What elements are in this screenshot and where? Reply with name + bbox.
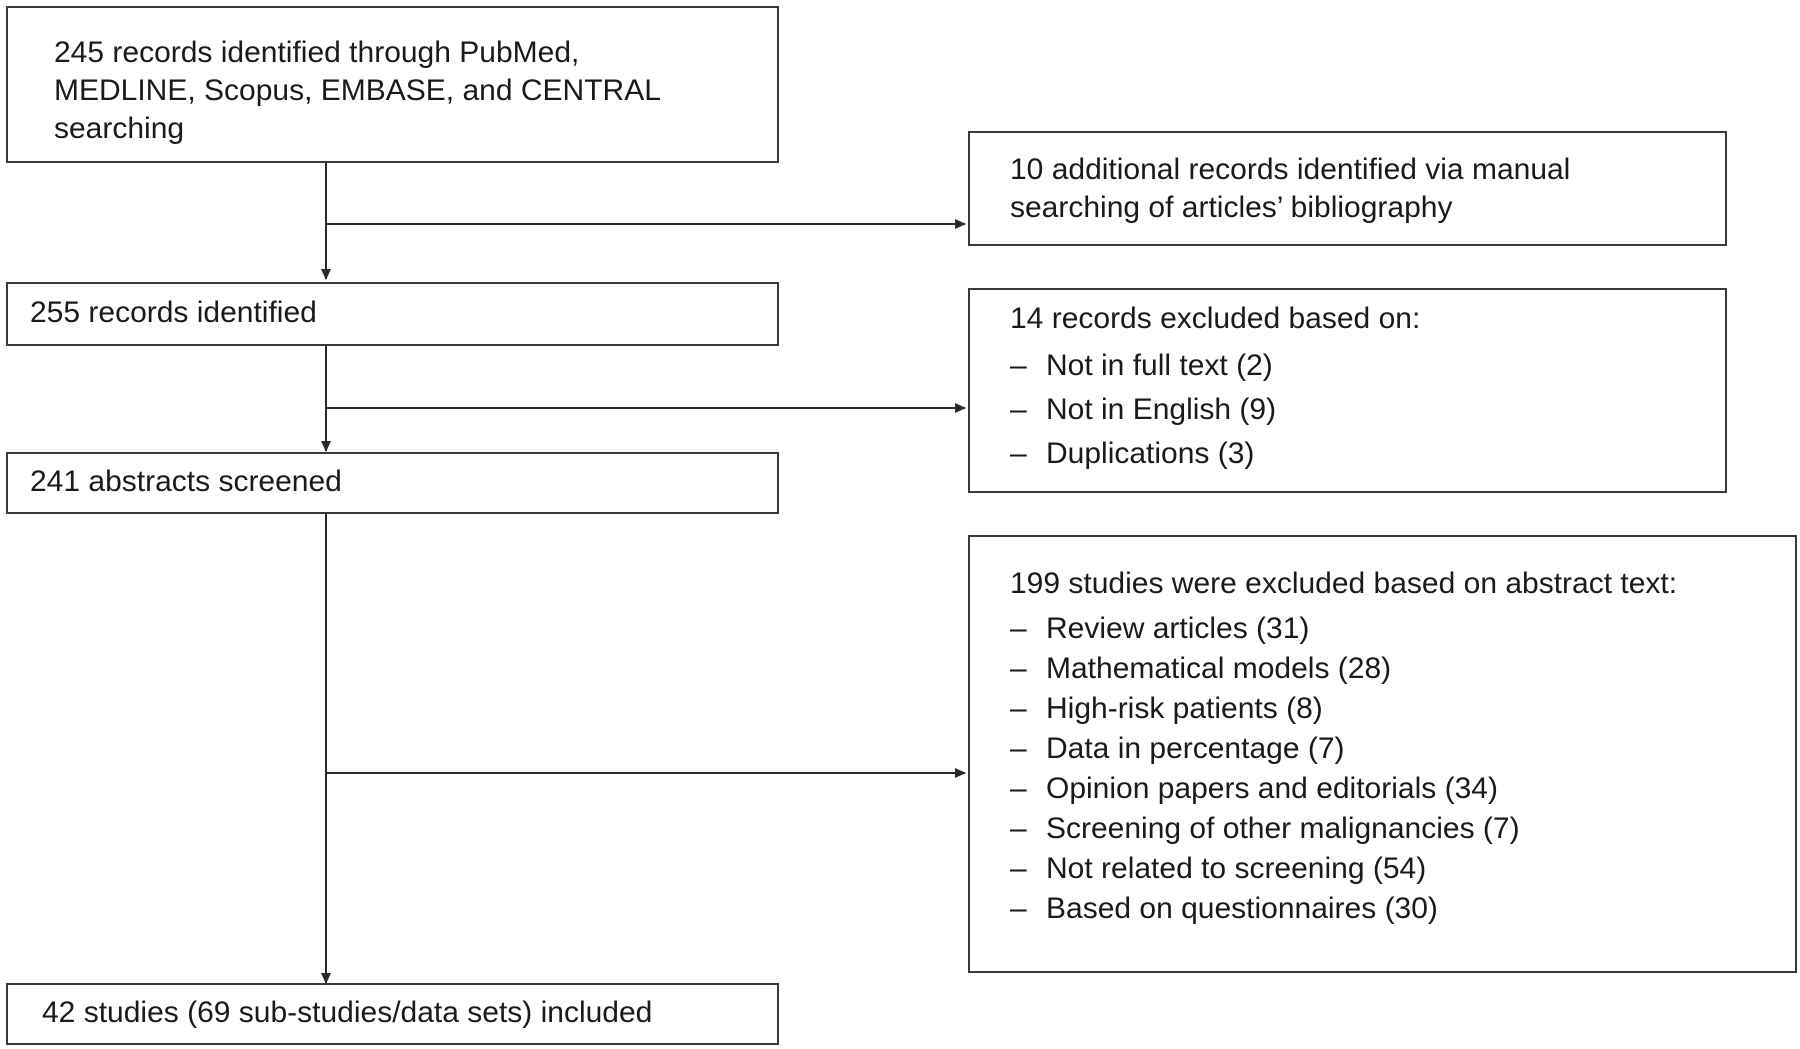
- excluded-study-reason: Screening of other malignancies (7): [1046, 812, 1520, 845]
- abstracts-screened-text: 241 abstracts screened: [30, 465, 342, 498]
- records-identified-databases-box: 245 records identified through PubMed, M…: [6, 6, 779, 163]
- records-excluded-list: –Not in full text (2) –Not in English (9…: [1010, 344, 1725, 476]
- excluded-study-reason: Opinion papers and editorials (34): [1046, 772, 1498, 805]
- list-item: –Not related to screening (54): [1010, 849, 1795, 889]
- studies-included-box: 42 studies (69 sub-studies/data sets) in…: [6, 983, 779, 1045]
- studies-excluded-list: –Review articles (31) –Mathematical mode…: [1010, 609, 1795, 929]
- list-item: –Not in English (9): [1010, 388, 1725, 432]
- additional-records-line-1: 10 additional records identified via man…: [1010, 153, 1571, 186]
- list-item: –Review articles (31): [1010, 609, 1795, 649]
- dash-marker: –: [1010, 612, 1027, 645]
- additional-records-box: 10 additional records identified via man…: [968, 131, 1727, 246]
- excluded-study-reason: High-risk patients (8): [1046, 692, 1323, 725]
- list-item: –Based on questionnaires (30): [1010, 889, 1795, 929]
- excluded-study-reason: Data in percentage (7): [1046, 732, 1345, 765]
- studies-excluded-box: 199 studies were excluded based on abstr…: [968, 535, 1797, 973]
- dash-marker: –: [1010, 892, 1027, 925]
- dash-marker: –: [1010, 692, 1027, 725]
- dash-marker: –: [1010, 393, 1027, 426]
- dash-marker: –: [1010, 772, 1027, 805]
- records-excluded-heading: 14 records excluded based on:: [1010, 302, 1421, 335]
- list-item: –Screening of other malignancies (7): [1010, 809, 1795, 849]
- records-identified-total-box: 255 records identified: [6, 282, 779, 346]
- dash-marker: –: [1010, 652, 1027, 685]
- dash-marker: –: [1010, 349, 1027, 382]
- records-identified-line-1: 245 records identified through PubMed,: [54, 36, 580, 69]
- studies-excluded-heading: 199 studies were excluded based on abstr…: [1010, 567, 1678, 600]
- additional-records-line-2: searching of articles’ bibliography: [1010, 191, 1453, 224]
- abstracts-screened-box: 241 abstracts screened: [6, 452, 779, 514]
- records-identified-total-text: 255 records identified: [30, 296, 317, 329]
- list-item: –Not in full text (2): [1010, 344, 1725, 388]
- list-item: –High-risk patients (8): [1010, 689, 1795, 729]
- excluded-record-reason: Not in English (9): [1046, 393, 1277, 426]
- records-identified-line-3: searching: [54, 112, 185, 145]
- studies-included-text: 42 studies (69 sub-studies/data sets) in…: [42, 996, 653, 1029]
- dash-marker: –: [1010, 437, 1027, 470]
- excluded-record-reason: Duplications (3): [1046, 437, 1255, 470]
- records-identified-line-2: MEDLINE, Scopus, EMBASE, and CENTRAL: [54, 74, 661, 107]
- dash-marker: –: [1010, 732, 1027, 765]
- excluded-study-reason: Based on questionnaires (30): [1046, 892, 1438, 925]
- list-item: –Duplications (3): [1010, 432, 1725, 476]
- list-item: –Opinion papers and editorials (34): [1010, 769, 1795, 809]
- excluded-study-reason: Review articles (31): [1046, 612, 1310, 645]
- excluded-study-reason: Mathematical models (28): [1046, 652, 1392, 685]
- records-excluded-box: 14 records excluded based on: –Not in fu…: [968, 288, 1727, 493]
- dash-marker: –: [1010, 812, 1027, 845]
- list-item: –Mathematical models (28): [1010, 649, 1795, 689]
- list-item: –Data in percentage (7): [1010, 729, 1795, 769]
- dash-marker: –: [1010, 852, 1027, 885]
- excluded-study-reason: Not related to screening (54): [1046, 852, 1427, 885]
- excluded-record-reason: Not in full text (2): [1046, 349, 1273, 382]
